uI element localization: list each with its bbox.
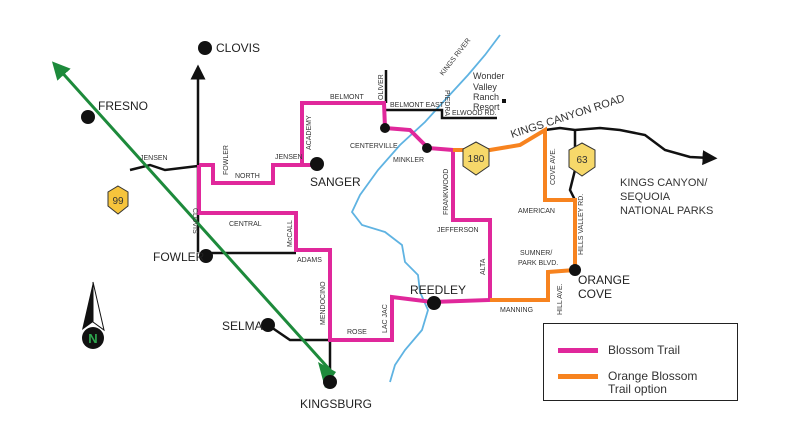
- svg-text:SEQUOIA: SEQUOIA: [620, 191, 671, 203]
- label-belmont-east: BELMONT EAST: [390, 102, 445, 109]
- label-kingsburg: KINGSBURG: [300, 397, 372, 411]
- centerville-dot: [380, 123, 390, 133]
- label-kings-canyon-road: KINGS CANYON ROAD: [509, 93, 626, 141]
- label-cove-ave: COVE AVE.: [550, 148, 557, 185]
- selma-road: [267, 323, 332, 382]
- kings-river: [350, 34, 501, 383]
- reedley-dot: [427, 296, 441, 310]
- svg-text:Wonder: Wonder: [473, 71, 504, 81]
- label-frankwood: FRANKWOOD: [443, 169, 450, 215]
- highway-99: [51, 61, 332, 372]
- svg-text:Resort: Resort: [473, 102, 500, 112]
- label-academy: ACADEMY: [306, 115, 313, 150]
- label-national-parks: KINGS CANYON/ SEQUOIA NATIONAL PARKS: [620, 177, 713, 217]
- label-wonder-valley: Wonder Valley Ranch Resort: [473, 71, 504, 112]
- label-reedley: REEDLEY: [410, 283, 466, 297]
- shield-99-icon: 99: [107, 185, 129, 215]
- label-mendocino: MENDOCINO: [320, 281, 327, 325]
- label-hills-valley-rd: HILLS VALLEY RD.: [578, 194, 585, 255]
- svg-text:N: N: [88, 331, 97, 346]
- label-rose: ROSE: [347, 329, 367, 336]
- label-jensen-east: JENSEN: [275, 154, 303, 161]
- label-centerville: CENTERVILLE: [350, 143, 398, 150]
- label-hill-ave: HILL AVE.: [557, 283, 564, 315]
- label-sumner: SUMNER/: [520, 250, 552, 257]
- label-fresno: FRESNO: [98, 99, 148, 113]
- jensen-road: [129, 163, 199, 172]
- svg-text:Valley: Valley: [473, 82, 497, 92]
- label-piedra: PIEDRA: [443, 90, 450, 116]
- label-lac-jac: LAC JAC: [382, 304, 389, 333]
- label-clovis-road: CLOVIS: [191, 208, 198, 234]
- svg-text:63: 63: [576, 155, 588, 166]
- highway-99-arrow-south: [318, 362, 336, 388]
- legend-label-blossom: Blossom Trail: [608, 343, 681, 357]
- legend-label-orange-1: Orange Blossom: [608, 369, 698, 383]
- selma-dot: [261, 318, 275, 332]
- label-sanger: SANGER: [310, 175, 361, 189]
- label-selma: SELMA: [222, 319, 263, 333]
- label-adams: ADAMS: [297, 257, 322, 264]
- minkler-dot: [422, 143, 432, 153]
- legend-item-blossom-trail: Blossom Trail: [558, 344, 680, 357]
- svg-text:KINGS CANYON/: KINGS CANYON/: [620, 177, 708, 189]
- clovis-dot: [198, 41, 212, 55]
- fowler-dot: [199, 249, 213, 263]
- svg-text:99: 99: [112, 196, 124, 207]
- label-clovis: CLOVIS: [216, 41, 260, 55]
- label-orange-cove-2: COVE: [578, 287, 612, 301]
- label-elwood: ELWOOD RD.: [452, 110, 497, 117]
- svg-text:NATIONAL PARKS: NATIONAL PARKS: [620, 205, 713, 217]
- label-oliver: OLIVER: [378, 74, 385, 100]
- label-belmont: BELMONT: [330, 94, 365, 101]
- city-dots: [81, 41, 581, 389]
- label-american: AMERICAN: [518, 208, 555, 215]
- legend-swatch-blossom: [558, 348, 598, 353]
- sanger-dot: [310, 157, 324, 171]
- label-jefferson: JEFFERSON: [437, 227, 479, 234]
- resort-marker: [502, 99, 506, 103]
- label-alta: ALTA: [480, 258, 487, 275]
- shield-180-icon: 180: [462, 141, 490, 176]
- label-fowler-road: FOWLER: [223, 145, 230, 175]
- north-arrow-icon: N: [82, 281, 105, 349]
- orange-cove-dot: [569, 264, 581, 276]
- label-north: NORTH: [235, 173, 260, 180]
- kingsburg-dot: [323, 375, 337, 389]
- label-orange-cove-1: ORANGE: [578, 273, 630, 287]
- label-central: CENTRAL: [229, 221, 262, 228]
- legend: Blossom Trail Orange Blossom Trail optio…: [543, 323, 738, 401]
- shield-63-icon: 63: [568, 142, 596, 177]
- label-minkler: MINKLER: [393, 157, 424, 164]
- svg-text:180: 180: [468, 154, 485, 165]
- label-park-blvd: PARK BLVD.: [518, 260, 558, 267]
- label-fowler: FOWLER: [153, 250, 205, 264]
- kings-canyon-road: [544, 126, 718, 166]
- fresno-dot: [81, 110, 95, 124]
- label-mccall: McCALL: [287, 220, 294, 247]
- legend-item-orange-trail: Orange Blossom Trail option: [558, 370, 697, 396]
- label-manning: MANNING: [500, 307, 533, 314]
- label-kings-river: KINGS RIVER: [439, 37, 472, 77]
- svg-text:Ranch: Ranch: [473, 92, 499, 102]
- legend-swatch-orange: [558, 374, 598, 379]
- label-jensen-west: JENSEN: [140, 155, 168, 162]
- orange-blossom-trail-route: [453, 126, 577, 302]
- belmont-east-road: [386, 108, 497, 120]
- legend-label-orange-2: Trail option: [608, 382, 667, 396]
